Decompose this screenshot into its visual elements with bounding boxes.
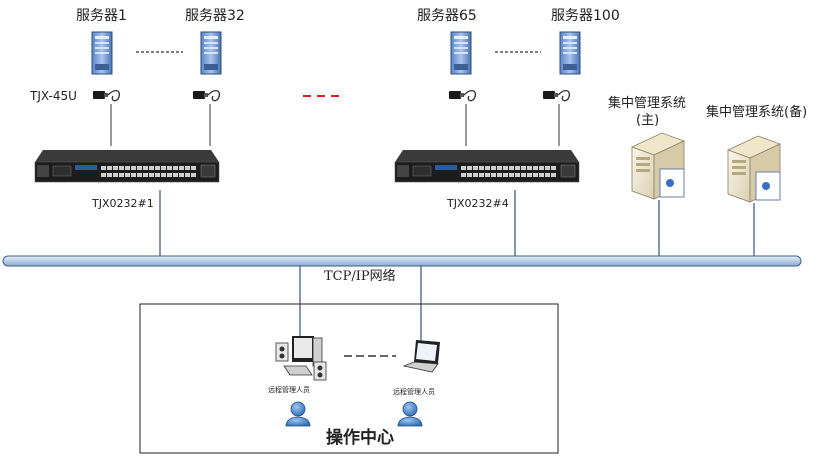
management-backup-label: 集中管理系统(备) — [706, 104, 807, 120]
management-backup-icon — [727, 135, 781, 203]
server-32-label: 服务器32 — [185, 8, 245, 24]
kvm-switch-4-icon — [394, 149, 580, 183]
server-32-icon — [200, 31, 222, 75]
server-100-label: 服务器100 — [551, 8, 620, 24]
desktop-pc-icon — [275, 336, 327, 381]
adapter-icon — [92, 89, 121, 102]
tcpip-bus — [2, 255, 802, 267]
bus-drops — [159, 190, 755, 345]
adapter-icon — [542, 89, 571, 102]
management-primary-icon — [631, 132, 685, 200]
operator-1-label: 远程管理人员 — [268, 385, 310, 394]
ops-center-label: 操作中心 — [326, 427, 394, 448]
operator-2-label: 远程管理人员 — [393, 387, 435, 396]
switch-1-label: TJX0232#1 — [91, 197, 154, 210]
switch-4-label: TJX0232#4 — [446, 197, 509, 210]
server-65-icon — [450, 31, 472, 75]
management-primary-label-line2: (主) — [636, 113, 659, 128]
ops-center-box — [139, 303, 559, 454]
user-1-icon — [285, 401, 311, 427]
server-65-label: 服务器65 — [417, 8, 477, 24]
server-100-icon — [559, 31, 581, 75]
server-1-label: 服务器1 — [76, 8, 127, 24]
adapter-icon — [192, 89, 221, 102]
adapter-cables — [110, 104, 560, 146]
adapter-label: TJX-45U — [29, 89, 77, 103]
network-label: TCP/IP网络 — [324, 268, 396, 284]
user-2-icon — [397, 401, 423, 427]
adapter-icon — [448, 89, 477, 102]
server-1-icon — [91, 31, 113, 75]
management-primary-label-line1: 集中管理系统 — [608, 95, 686, 111]
laptop-icon — [402, 340, 440, 373]
kvm-switch-1-icon — [34, 149, 220, 183]
